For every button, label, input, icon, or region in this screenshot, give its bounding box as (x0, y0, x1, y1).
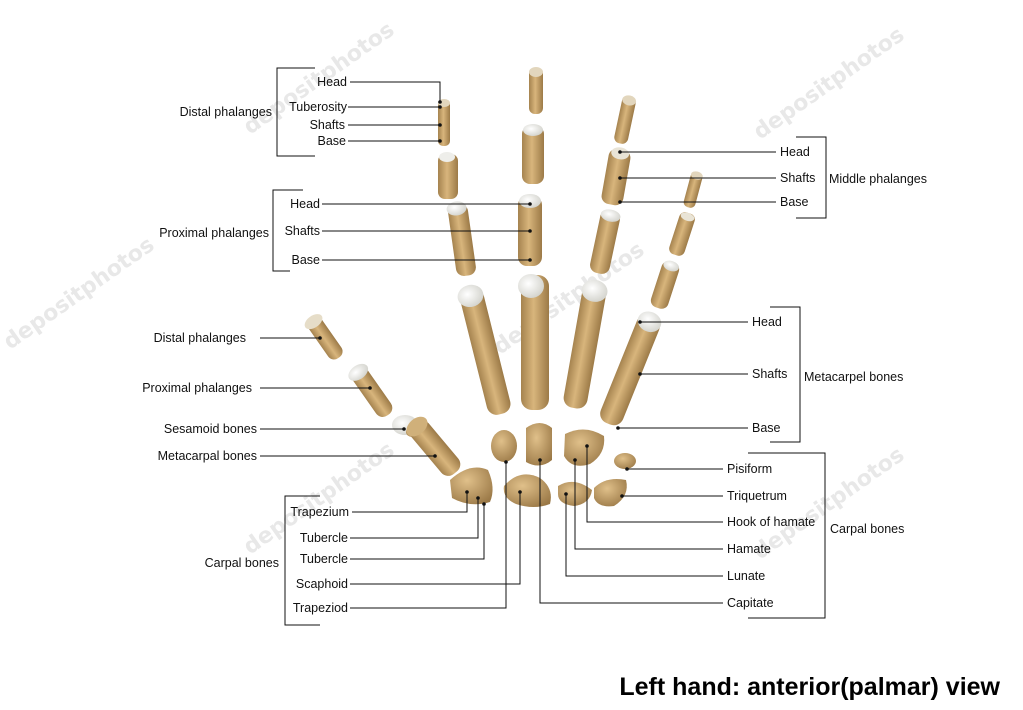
label-middle-base: Base (780, 195, 809, 209)
bones (304, 67, 703, 507)
label-thumb-proximal: Proximal phalanges (142, 381, 252, 395)
little-metacarpal (600, 311, 662, 426)
little-proximal-phalanx (650, 260, 680, 309)
watermark-text: depositphotos (749, 442, 909, 565)
pisiform-bone (614, 453, 636, 469)
label-proximal-base: Base (292, 253, 321, 267)
index-proximal-phalanx (446, 201, 476, 277)
trapezoid-bone (491, 430, 517, 462)
label-thumb-distal: Distal phalanges (154, 331, 246, 345)
label-metacarpal-shafts: Shafts (752, 367, 787, 381)
thumb-proximal-phalanx (348, 363, 393, 417)
label-finger-distal-group: Distal phalanges (180, 105, 272, 119)
label-proximal-group: Proximal phalanges (159, 226, 269, 240)
label-finger-distal-tuberosity: Tuberosity (289, 100, 348, 114)
thumb-metacarpal (406, 416, 461, 476)
thumb-distal-phalanx (304, 314, 343, 360)
trapezium-bone (450, 467, 493, 505)
label-metacarpal-group: Metacarpel bones (804, 370, 903, 384)
label-middle-group: Middle phalanges (829, 172, 927, 186)
middle-middle-phalanx (522, 124, 544, 184)
ring-metacarpal (563, 279, 608, 409)
label-finger-distal-base: Base (318, 134, 347, 148)
hamate-bone (564, 429, 605, 466)
label-hook-of-hamate: Hook of hamate (727, 515, 815, 529)
little-distal-phalanx (683, 171, 703, 208)
label-triquetrum: Triquetrum (727, 489, 787, 503)
label-finger-distal-shafts: Shafts (310, 118, 345, 132)
watermark-text: depositphotos (489, 237, 649, 360)
label-capitate: Capitate (727, 596, 774, 610)
label-carpal-right-group: Carpal bones (830, 522, 904, 536)
label-pisiform: Pisiform (727, 462, 772, 476)
little-middle-phalanx (669, 212, 695, 256)
watermark-text: depositphotos (749, 22, 909, 145)
diagram-title: Left hand: anterior(palmar) view (619, 673, 1000, 701)
label-middle-head: Head (780, 145, 810, 159)
label-hamate: Hamate (727, 542, 771, 556)
label-tubercle-2: Tubercle (300, 552, 348, 566)
label-carpal-left-group: Carpal bones (205, 556, 279, 570)
label-metacarpal-base: Base (752, 421, 781, 435)
label-metacarpal-head: Head (752, 315, 782, 329)
label-thumb-sesamoid: Sesamoid bones (164, 422, 257, 436)
triquetrum-bone (594, 479, 627, 507)
label-trapeziod: Trapeziod (293, 601, 348, 615)
capitate-bone (526, 423, 552, 466)
ring-proximal-phalanx (590, 209, 621, 274)
label-middle-shafts: Shafts (780, 171, 815, 185)
index-metacarpal (457, 284, 511, 415)
middle-metacarpal (518, 274, 549, 410)
label-finger-distal-head: Head (317, 75, 347, 89)
label-scaphoid: Scaphoid (296, 577, 348, 591)
label-proximal-shafts: Shafts (285, 224, 320, 238)
leader-lines (260, 67, 827, 626)
ring-middle-phalanx (601, 147, 631, 206)
middle-distal-phalanx (529, 67, 543, 114)
label-lunate: Lunate (727, 569, 765, 583)
ring-distal-phalanx (614, 95, 637, 144)
label-tubercle-1: Tubercle (300, 531, 348, 545)
scaphoid-bone (503, 474, 551, 507)
label-thumb-metacarpal: Metacarpal bones (158, 449, 257, 463)
watermark-text: depositphotos (0, 232, 159, 355)
labels: Distal phalanges Head Tuberosity Shafts … (142, 75, 927, 615)
label-proximal-head: Head (290, 197, 320, 211)
index-middle-phalanx (438, 152, 458, 199)
label-trapezium: Trapezium (290, 505, 349, 519)
